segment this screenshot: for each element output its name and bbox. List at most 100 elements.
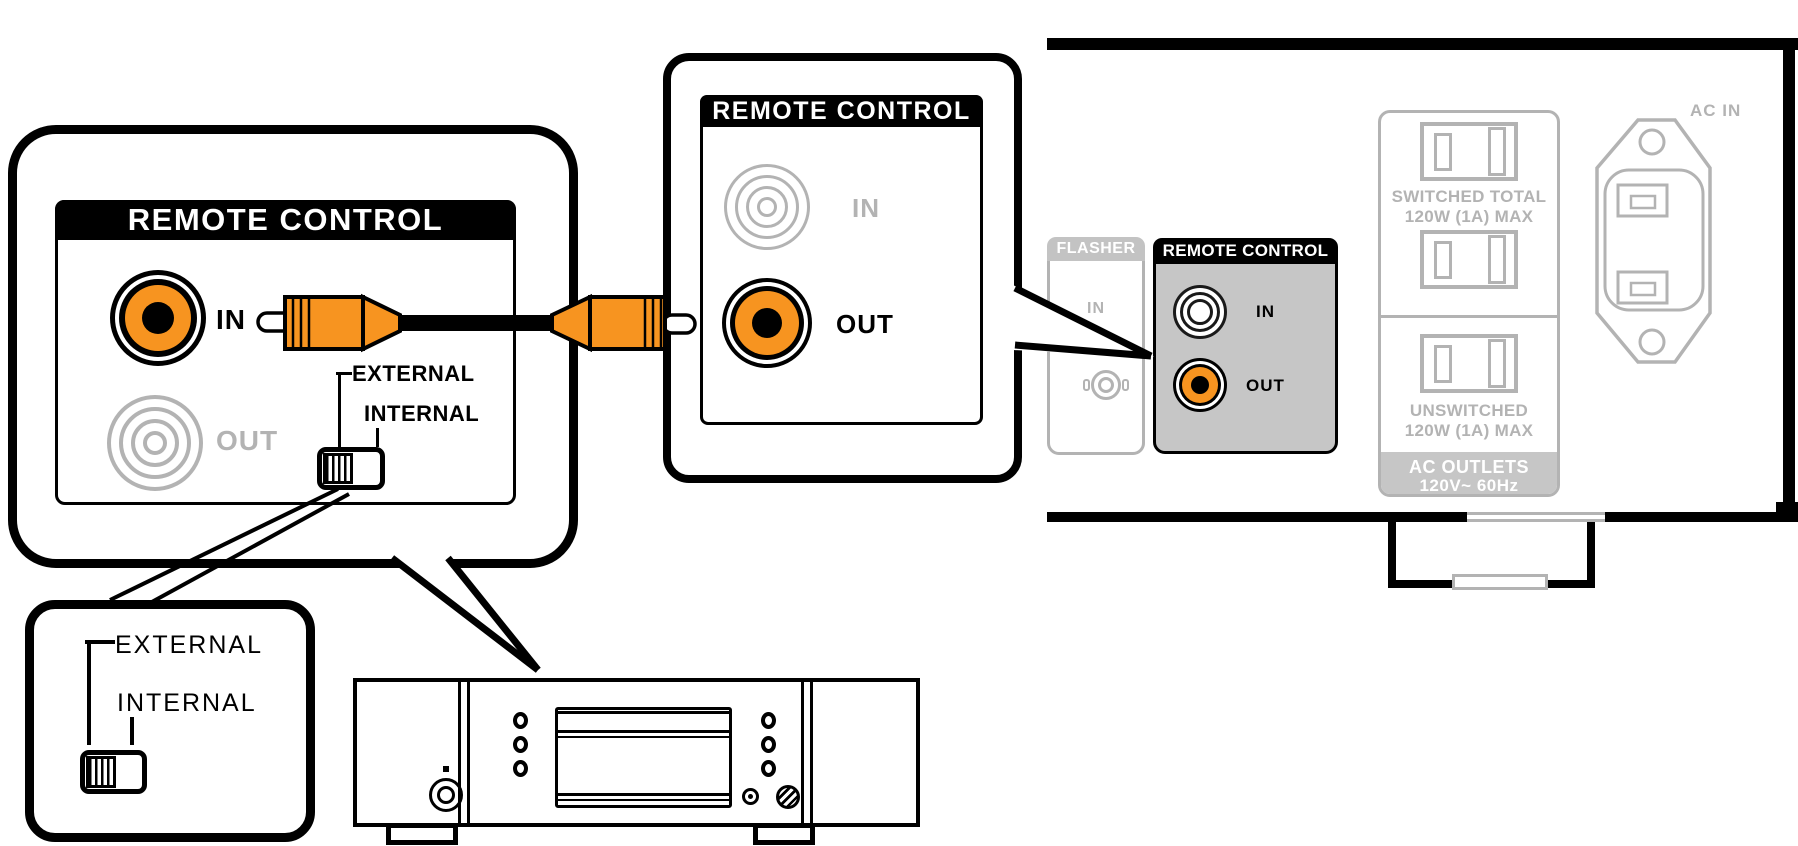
middle-callout-banner: REMOTE CONTROL	[700, 95, 983, 127]
outlet-unswitched-slot-right	[1488, 339, 1506, 388]
player-power-knob	[776, 785, 800, 809]
amp-foot-pad	[1452, 574, 1548, 590]
middle-in-jack-ring4	[757, 197, 777, 217]
amp-foot-recess-line-top	[1467, 512, 1605, 515]
amp-corner-block	[1776, 502, 1798, 522]
player-divider-left-2	[467, 682, 470, 823]
ac-outlets-divider	[1378, 315, 1560, 318]
left-out-jack-ring2	[119, 407, 191, 479]
left-tail-edge	[445, 555, 541, 673]
outlet-switched-1-slot-left	[1434, 133, 1452, 171]
player-button	[513, 760, 528, 777]
outlet-switched-2	[1420, 230, 1518, 289]
right-plug-taper	[550, 293, 592, 353]
flasher-in-label: IN	[1087, 300, 1105, 317]
left-out-label: OUT	[216, 425, 279, 456]
ac-in-screw-top	[1638, 128, 1666, 156]
remote-cable	[256, 293, 697, 353]
middle-callout-inner-panel	[700, 95, 983, 425]
flasher-minijack-tab-left	[1083, 379, 1090, 391]
player-divider-right-2	[810, 682, 813, 823]
player-divider-right-1	[801, 682, 804, 823]
amp-foot-recess-line-bottom	[1467, 519, 1605, 522]
amp-right-edge	[1783, 38, 1795, 522]
ac-outlets-band-line2: 120V~ 60Hz	[1419, 476, 1519, 495]
zoom-internal-line	[130, 717, 134, 745]
amp-bottom-edge-left	[1047, 512, 1467, 522]
player-knob-dot	[443, 766, 449, 772]
player-divider-left-1	[458, 682, 461, 823]
flasher-minijack-hole	[1098, 377, 1114, 393]
tray-line	[558, 730, 729, 733]
middle-in-jack-ring2	[735, 175, 799, 239]
outlet-unswitched	[1420, 334, 1518, 393]
middle-in-jack	[724, 164, 810, 250]
left-external-tick	[336, 372, 352, 375]
ac-in-pin-top	[1616, 183, 1669, 218]
left-plug-taper	[361, 293, 402, 353]
outlet-switched-1	[1420, 122, 1518, 181]
player-button	[761, 760, 776, 777]
switched-label-line1: SWITCHED TOTAL	[1391, 187, 1547, 206]
left-tail-fill	[391, 555, 540, 672]
player-knob-inner	[437, 786, 455, 804]
outlet-unswitched-slot-left	[1434, 345, 1452, 383]
tray-line	[558, 793, 729, 796]
player-button	[761, 712, 776, 729]
switch-zoom-box	[25, 600, 315, 842]
left-in-jack-hole	[142, 302, 174, 334]
left-in-label: IN	[216, 304, 246, 335]
player-button	[761, 736, 776, 753]
left-out-jack-ring4	[143, 431, 167, 455]
zoom-internal-label: INTERNAL	[117, 689, 257, 717]
left-external-line	[338, 372, 341, 447]
outlet-switched-2-slot-right	[1488, 235, 1506, 284]
amp-remote-in-label: IN	[1256, 302, 1275, 321]
ac-in-pin-top-inner	[1629, 194, 1657, 210]
middle-in-jack-ring3	[746, 186, 788, 228]
switched-label-line2: 120W (1A) MAX	[1404, 207, 1534, 226]
player-small-button-dot	[748, 794, 753, 799]
amp-remote-out-jack-hole	[1191, 376, 1209, 394]
ac-in-label: AC IN	[1690, 101, 1742, 120]
left-internal-line	[376, 428, 379, 447]
left-tail-edge	[389, 555, 541, 673]
tray-line	[558, 736, 729, 738]
player-disc-tray	[555, 707, 732, 808]
player-small-button	[742, 788, 759, 805]
ac-in-outline	[1595, 118, 1712, 364]
cable-wire	[397, 315, 557, 331]
amp-remote-out-label: OUT	[1246, 376, 1285, 395]
tray-line	[558, 711, 729, 714]
flasher-panel	[1047, 237, 1145, 455]
ac-in-connector	[1595, 118, 1712, 364]
flasher-minijack-tab-right	[1122, 379, 1129, 391]
zoom-mode-switch-slider	[86, 756, 116, 788]
middle-out-label: OUT	[836, 309, 894, 339]
player-knob	[429, 778, 463, 812]
amp-top-edge	[1047, 38, 1798, 50]
zoom-external-tick	[85, 640, 115, 644]
left-plug-body	[283, 295, 365, 351]
amp-remote-banner: REMOTE CONTROL	[1153, 238, 1338, 264]
ac-in-pin-bottom	[1616, 270, 1669, 305]
amp-bottom-edge-right	[1605, 512, 1783, 522]
amp-remote-in-jack-ring3	[1187, 299, 1213, 325]
zoom-external-line	[87, 640, 91, 745]
left-internal-label: INTERNAL	[364, 401, 480, 426]
ac-outlets-band-line1: AC OUTLETS	[1409, 457, 1529, 477]
tray-line	[558, 799, 729, 801]
middle-in-label: IN	[852, 193, 880, 223]
ac-in-receptacle	[1603, 168, 1705, 312]
outlet-switched-2-slot-left	[1434, 241, 1452, 279]
zoom-external-label: EXTERNAL	[115, 631, 263, 659]
unswitched-label-line1: UNSWITCHED	[1409, 401, 1529, 420]
right-plug-pin	[661, 313, 697, 335]
unswitched-label-line2: 120W (1A) MAX	[1404, 421, 1534, 440]
player-button	[513, 712, 528, 729]
player-button	[513, 736, 528, 753]
left-out-jack-ring3	[131, 419, 179, 467]
amp-remote-panel	[1153, 238, 1338, 454]
middle-out-jack-hole	[752, 308, 782, 338]
